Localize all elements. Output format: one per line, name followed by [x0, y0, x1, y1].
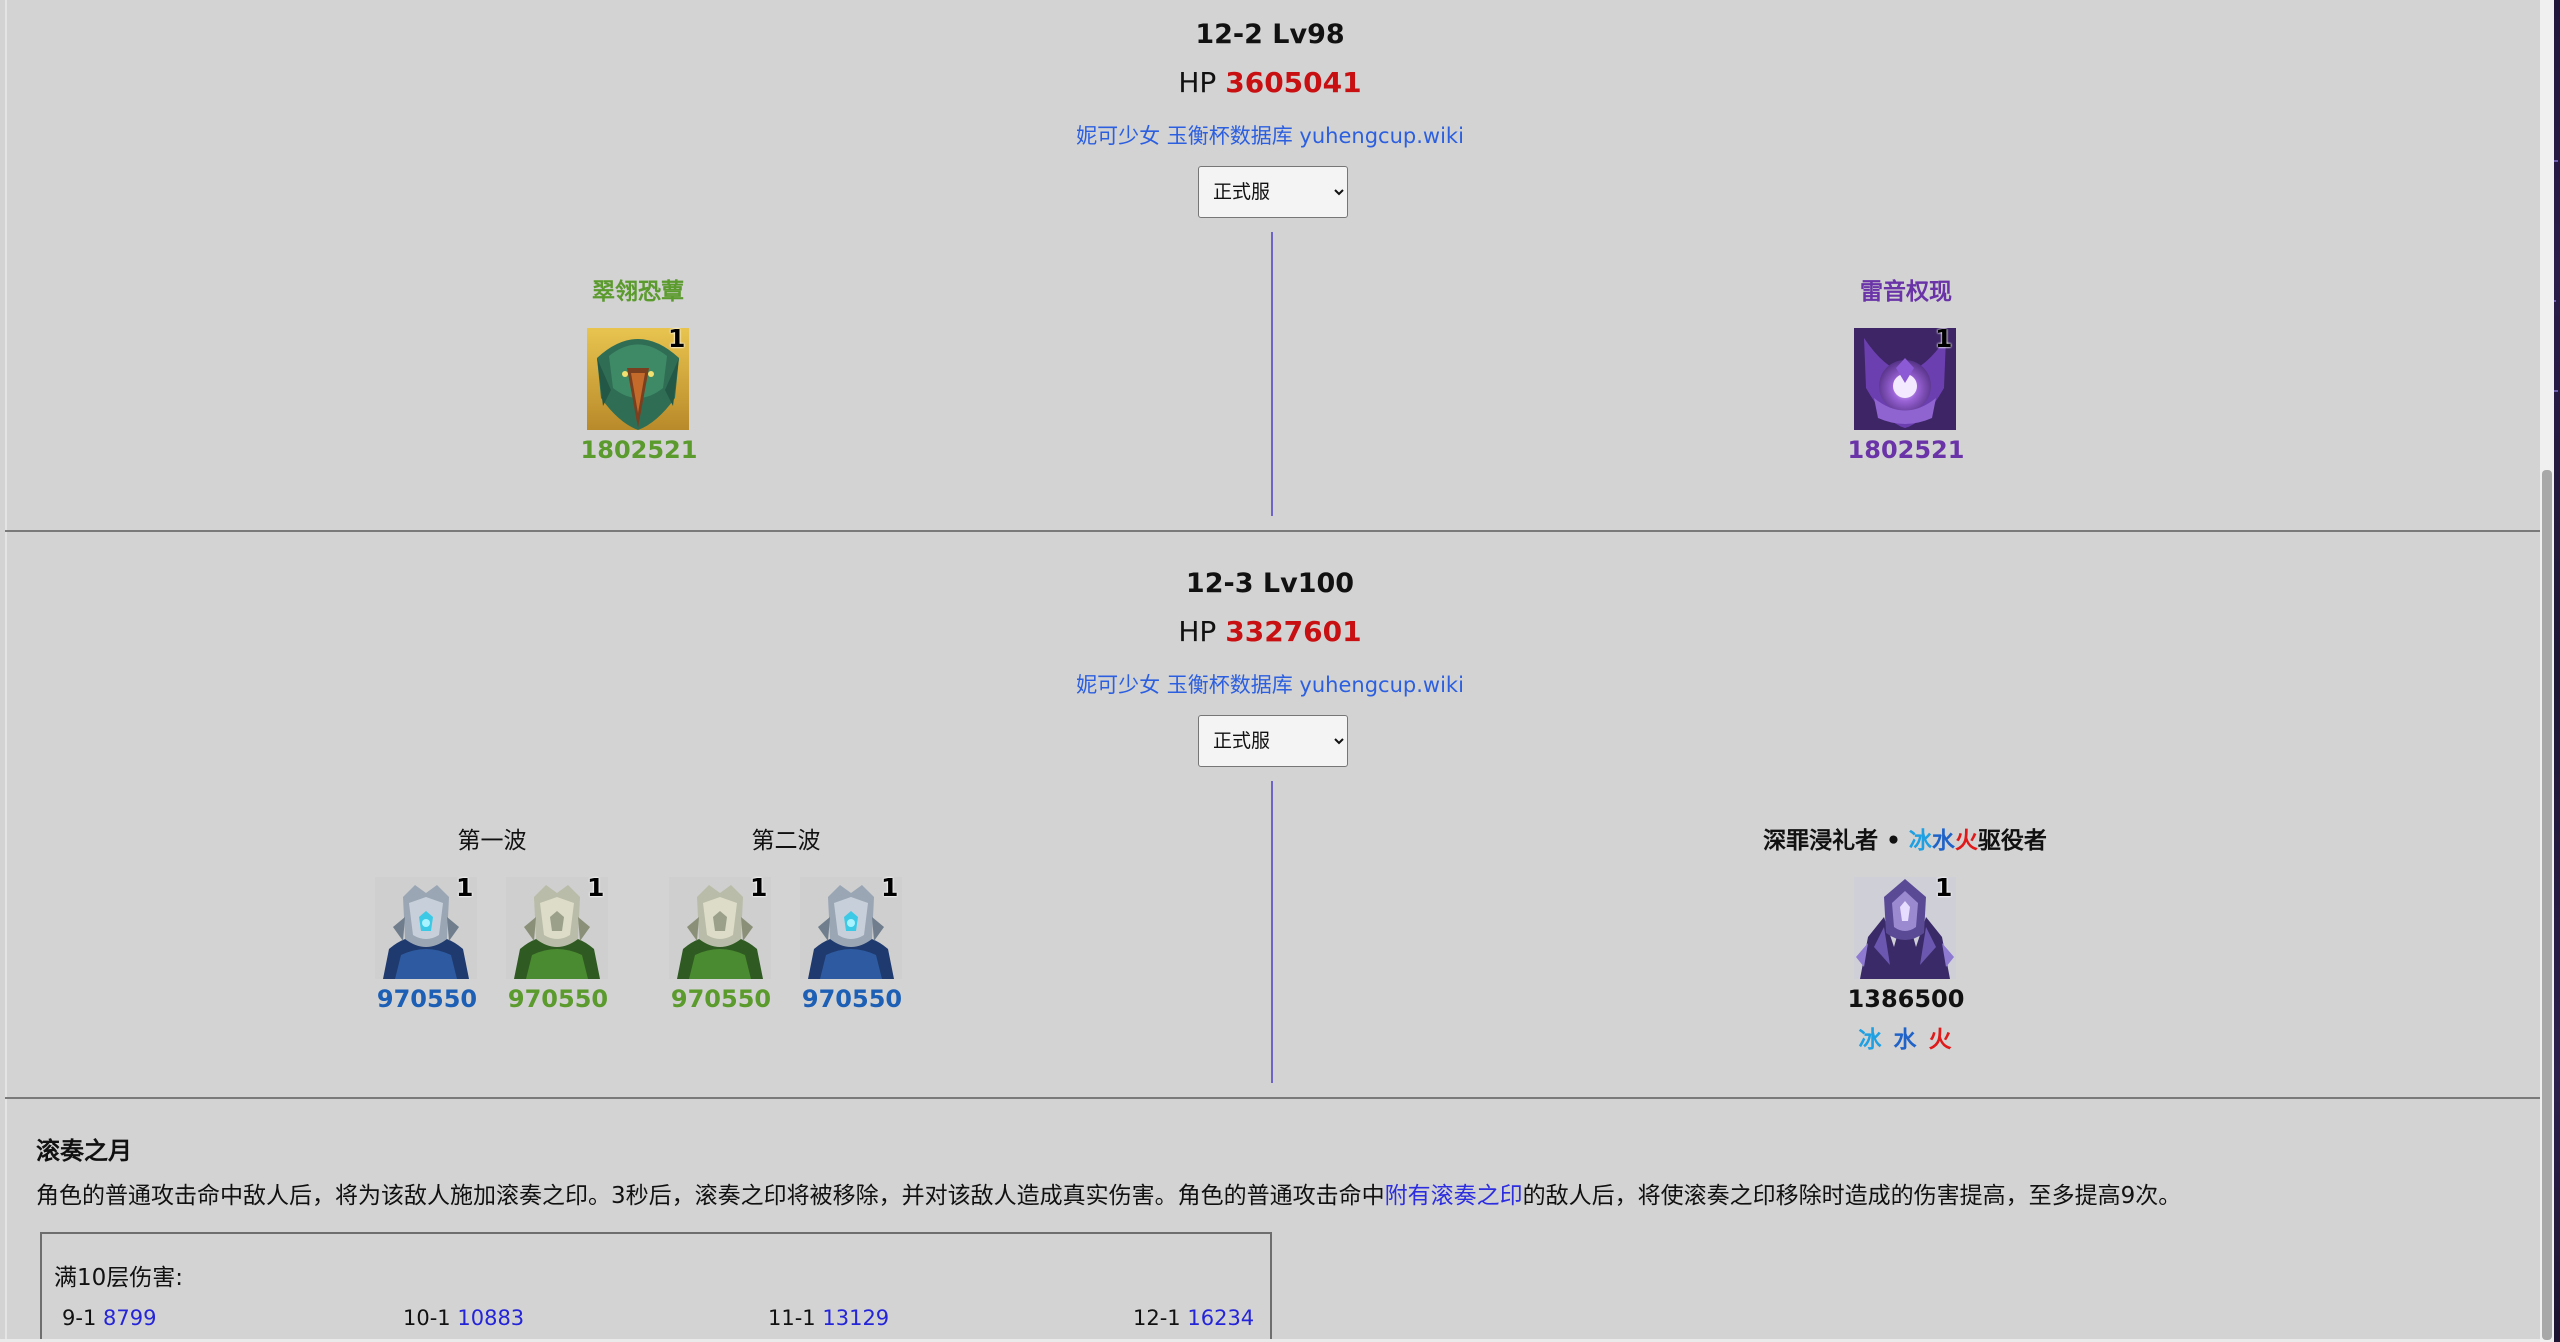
left-edge: [5, 0, 7, 1342]
enemy-card[interactable]: 1 970550: [666, 873, 776, 1017]
title-prefix: 深罪浸礼者 •: [1763, 828, 1909, 854]
enemy-count: 1: [750, 873, 768, 902]
section-divider: [5, 1097, 2540, 1099]
second-half-title: 深罪浸礼者 • 冰水火驱役者: [1640, 821, 2170, 855]
damage-floor: 10-1: [403, 1306, 451, 1330]
enemy-count: 1: [1935, 873, 1953, 902]
green-ruin-knight-icon: [506, 877, 608, 979]
element-shields: 冰 水 火: [1806, 1020, 2006, 1054]
enemy-hp: 970550: [801, 985, 903, 1013]
wave-title: 第二波: [751, 828, 821, 854]
element-ice: 冰: [1858, 1027, 1884, 1053]
enemy-hp: 1386500: [1847, 985, 1965, 1013]
enemy-count: 1: [1935, 324, 1953, 353]
enemy-count: 1: [456, 873, 474, 902]
damage-item: 10-1 10883: [403, 1306, 524, 1330]
enemy-card[interactable]: 1 970550: [503, 873, 613, 1017]
damage-item: 11-1 13129: [768, 1306, 889, 1330]
database-link[interactable]: 妮可少女 玉衡杯数据库 yuhengcup.wiki: [1076, 673, 1464, 697]
purple-electro-boss-icon: [1854, 328, 1956, 430]
damage-value: 10883: [457, 1306, 525, 1330]
enemy-hp: 970550: [376, 985, 478, 1013]
hp-label: HP: [1178, 66, 1217, 99]
blue-ruin-knight-icon: [375, 877, 477, 979]
stage-title: 12-2 Lv98: [1195, 19, 1345, 50]
damage-floor: 12-1: [1133, 1306, 1181, 1330]
blessing-title: 滚奏之月: [36, 1137, 132, 1165]
title-suffix: 驱役者: [1977, 828, 2047, 854]
damage-value: 13129: [822, 1306, 890, 1330]
database-link-row: 妮可少女 玉衡杯数据库 yuhengcup.wiki: [0, 120, 2540, 150]
server-select[interactable]: 正式服: [1198, 715, 1348, 767]
blessing-description: 角色的普通攻击命中敌人后，将为该敌人施加滚奏之印。3秒后，滚奏之印将被移除，并对…: [36, 1176, 2181, 1210]
damage-item: 9-1 8799: [62, 1306, 156, 1330]
enemy-hp: 970550: [507, 985, 609, 1013]
enemy-card[interactable]: 1 1802521: [581, 324, 698, 468]
scrollbar-thumb[interactable]: [2542, 470, 2552, 1340]
enemy-count: 1: [668, 324, 686, 353]
enemy-hp: 970550: [670, 985, 772, 1013]
hp-value: 3605041: [1225, 66, 1362, 99]
server-select[interactable]: 正式服: [1198, 166, 1348, 218]
blessing-desc-part2: 的敌人后，将使滚奏之印移除时造成的伤害提高，至多提高9次。: [1522, 1183, 2182, 1209]
database-link[interactable]: 妮可少女 玉衡杯数据库 yuhengcup.wiki: [1076, 124, 1464, 148]
element-water: 水: [1893, 1027, 1919, 1053]
title-water: 水: [1931, 828, 1955, 854]
first-half-title: 翠翎恐蕈: [592, 279, 684, 305]
title-fire: 火: [1954, 828, 1978, 854]
abyss-herald-icon: [1854, 877, 1956, 979]
enemy-count: 1: [881, 873, 899, 902]
database-link-row: 妮可少女 玉衡杯数据库 yuhengcup.wiki: [0, 669, 2540, 699]
second-half-title: 雷音权现: [1860, 279, 1952, 305]
blessing-desc-part1: 角色的普通攻击命中敌人后，将为该敌人施加滚奏之印。3秒后，滚奏之印将被移除，并对…: [36, 1183, 1385, 1209]
blue-ruin-knight-icon: [800, 877, 902, 979]
damage-floor: 11-1: [768, 1306, 816, 1330]
blessing-desc-link[interactable]: 附有滚奏之印: [1384, 1183, 1523, 1209]
green-ruin-knight-icon: [669, 877, 771, 979]
damage-value: 8799: [103, 1306, 157, 1330]
damage-item: 12-1 16234: [1133, 1306, 1254, 1330]
wave-title: 第一波: [457, 828, 527, 854]
damage-label: 满10层伤害:: [54, 1265, 184, 1291]
enemy-card[interactable]: 1 1386500: [1848, 873, 1965, 1017]
enemy-hp: 1802521: [580, 436, 698, 464]
damage-floor: 9-1: [62, 1306, 97, 1330]
damage-table-box: [40, 1232, 1272, 1342]
half-divider: [1271, 232, 1273, 516]
section-divider: [5, 530, 2540, 532]
half-divider: [1271, 781, 1273, 1083]
enemy-hp: 1802521: [1847, 436, 1965, 464]
bottom-edge: [0, 1339, 2540, 1342]
hp-value: 3327601: [1225, 615, 1362, 648]
enemy-card[interactable]: 1 970550: [797, 873, 907, 1017]
stage-title: 12-3 Lv100: [1185, 568, 1355, 599]
element-fire: 火: [1928, 1027, 1954, 1053]
enemy-card[interactable]: 1 1802521: [1848, 324, 1965, 468]
enemy-count: 1: [587, 873, 605, 902]
damage-value: 16234: [1187, 1306, 1255, 1330]
hp-label: HP: [1178, 615, 1217, 648]
stage-hp: HP 3605041: [0, 66, 2540, 99]
green-bird-boss-icon: [587, 328, 689, 430]
title-ice: 冰: [1908, 828, 1932, 854]
enemy-card[interactable]: 1 970550: [372, 873, 482, 1017]
stage-hp: HP 3327601: [0, 615, 2540, 648]
